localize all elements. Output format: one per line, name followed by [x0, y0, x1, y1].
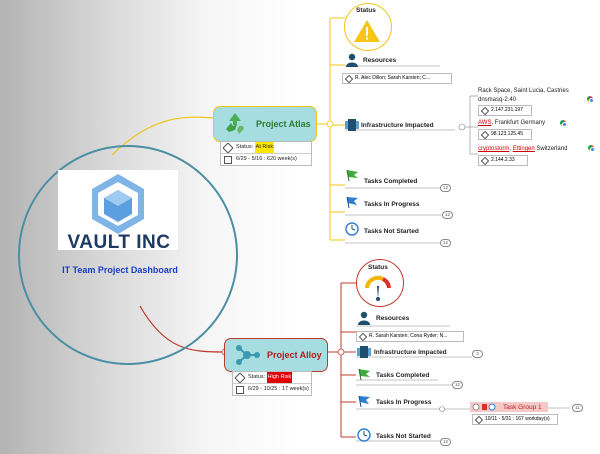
atlas-status-badge: At Risk [254, 142, 275, 153]
tag-icon [234, 371, 246, 384]
hexagon-logo-icon [92, 174, 144, 234]
server-icon [357, 346, 371, 358]
alloy-dates: 6/29 - 10/25 : 17 week(s) [248, 386, 309, 392]
cryptostorm-link[interactable]: cryptostorm [478, 146, 510, 152]
warning-icon [354, 20, 380, 42]
task-group-node[interactable] [470, 402, 548, 412]
alloy-dates-row: 6/29 - 10/25 : 17 week(s) [233, 383, 311, 395]
alloy-status-badge: High Risk [266, 372, 293, 383]
vault-logo [58, 170, 178, 250]
atlas-in-progress-count[interactable]: 12 [442, 211, 453, 219]
calendar-icon [236, 385, 244, 394]
atlas-tasks-completed[interactable]: Tasks Completed [364, 178, 418, 185]
atlas-status-title: Status [356, 7, 376, 14]
clock-icon [345, 222, 359, 236]
alloy-resources-chip[interactable]: R. Sarah Karsten; Cona Ryder; N... [356, 331, 464, 342]
server-icon [345, 119, 359, 131]
chrome-icon[interactable] [587, 96, 594, 103]
atlas-status-row: Status: At Risk [221, 141, 311, 154]
atlas-not-started-count[interactable]: 12 [440, 239, 451, 247]
atlas-infra-2-ip[interactable]: 98.123.125.45 [478, 129, 532, 140]
clock-icon [357, 428, 371, 442]
person-icon [346, 53, 358, 67]
aws-location: , Frankfurt Germany [491, 120, 546, 126]
alloy-completed-count[interactable]: 12 [452, 381, 463, 389]
person-icon [358, 311, 370, 325]
tag-icon [222, 141, 234, 154]
gauge-icon [365, 275, 391, 301]
hub-circle[interactable] [18, 145, 238, 365]
logo-text: VAULT INC [67, 232, 171, 253]
atlas-info-box: Status: At Risk 6/29 - 5/16 : 620 week(s… [220, 141, 312, 166]
project-atlas-label: Project Atlas [256, 119, 311, 129]
alloy-not-started-count[interactable]: 12 [440, 438, 451, 446]
project-atlas-node[interactable]: Project Atlas [213, 106, 317, 142]
atlas-tasks-in-progress[interactable]: Tasks In Progress [364, 201, 420, 208]
alloy-tasks-completed[interactable]: Tasks Completed [376, 372, 430, 379]
country: Switzerland [534, 146, 568, 152]
atlas-dates-row: 6/29 - 5/16 : 620 week(s) [221, 153, 311, 165]
alloy-infra-count[interactable]: 3 [472, 350, 483, 358]
atlas-resources-chip[interactable]: R. Alec Dillon; Sarah Karsten; C... [342, 73, 452, 84]
chrome-icon[interactable] [588, 145, 595, 152]
atlas-infra-1-ip[interactable]: 2.147.231.197 [478, 105, 532, 116]
blue-flag-icon [346, 196, 358, 209]
alloy-info-box: Status: High Risk 6/29 - 10/25 : 17 week… [232, 371, 312, 396]
status-label: Status: [248, 374, 266, 380]
alloy-infra-topic[interactable]: Infrastructure Impacted [374, 349, 447, 356]
atlas-dates: 6/29 - 5/16 : 620 week(s) [236, 156, 297, 162]
green-flag-icon [358, 368, 370, 381]
project-alloy-label: Project Alloy [267, 350, 322, 360]
atlas-infra-3-line: cryptostorm, Ettingen Switzerland [478, 146, 567, 152]
aws-link[interactable]: AWS [478, 120, 492, 126]
task-group-count[interactable]: 11 [572, 404, 583, 412]
status-label: Status: [236, 144, 254, 150]
molecule-icon [236, 345, 260, 365]
atlas-infra-1-line1: Rack Space, Saint Lucia, Castries [478, 88, 569, 94]
blue-flag-icon [358, 395, 370, 408]
atlas-resources-topic[interactable]: Resources [363, 57, 397, 64]
hub-title: IT Team Project Dashboard [62, 265, 178, 275]
task-group-dates[interactable]: 10/11 - 5/31 : 167 workday(s) [472, 414, 558, 425]
atlas-completed-count[interactable]: 12 [440, 184, 451, 192]
task-group-label[interactable]: Task Group 1 [503, 404, 542, 411]
task-status-icons [472, 403, 496, 411]
alloy-status-title: Status [368, 264, 388, 271]
alloy-tasks-not-started[interactable]: Tasks Not Started [376, 433, 431, 440]
atlas-infra-topic[interactable]: Infrastructure Impacted [361, 122, 434, 129]
alloy-tasks-in-progress[interactable]: Tasks In Progress [376, 399, 432, 406]
separator: , [509, 146, 513, 152]
ettingen-link[interactable]: Ettingen [512, 146, 535, 152]
alloy-resources-topic[interactable]: Resources [376, 315, 410, 322]
atlas-infra-1-line2: dnsmasq-2.40 [478, 97, 517, 103]
alloy-status-row: Status: High Risk [233, 371, 311, 384]
atlas-infra-2-line: AWS, Frankfurt Germany [478, 120, 545, 126]
atlas-infra-3-ip[interactable]: 2.144.2.33 [478, 155, 528, 166]
green-flag-icon [346, 169, 358, 182]
atlas-tasks-not-started[interactable]: Tasks Not Started [364, 228, 419, 235]
chrome-icon[interactable] [560, 120, 567, 127]
calendar-icon [224, 155, 232, 164]
recycle-icon [226, 113, 244, 134]
project-alloy-node[interactable]: Project Alloy [224, 338, 328, 372]
